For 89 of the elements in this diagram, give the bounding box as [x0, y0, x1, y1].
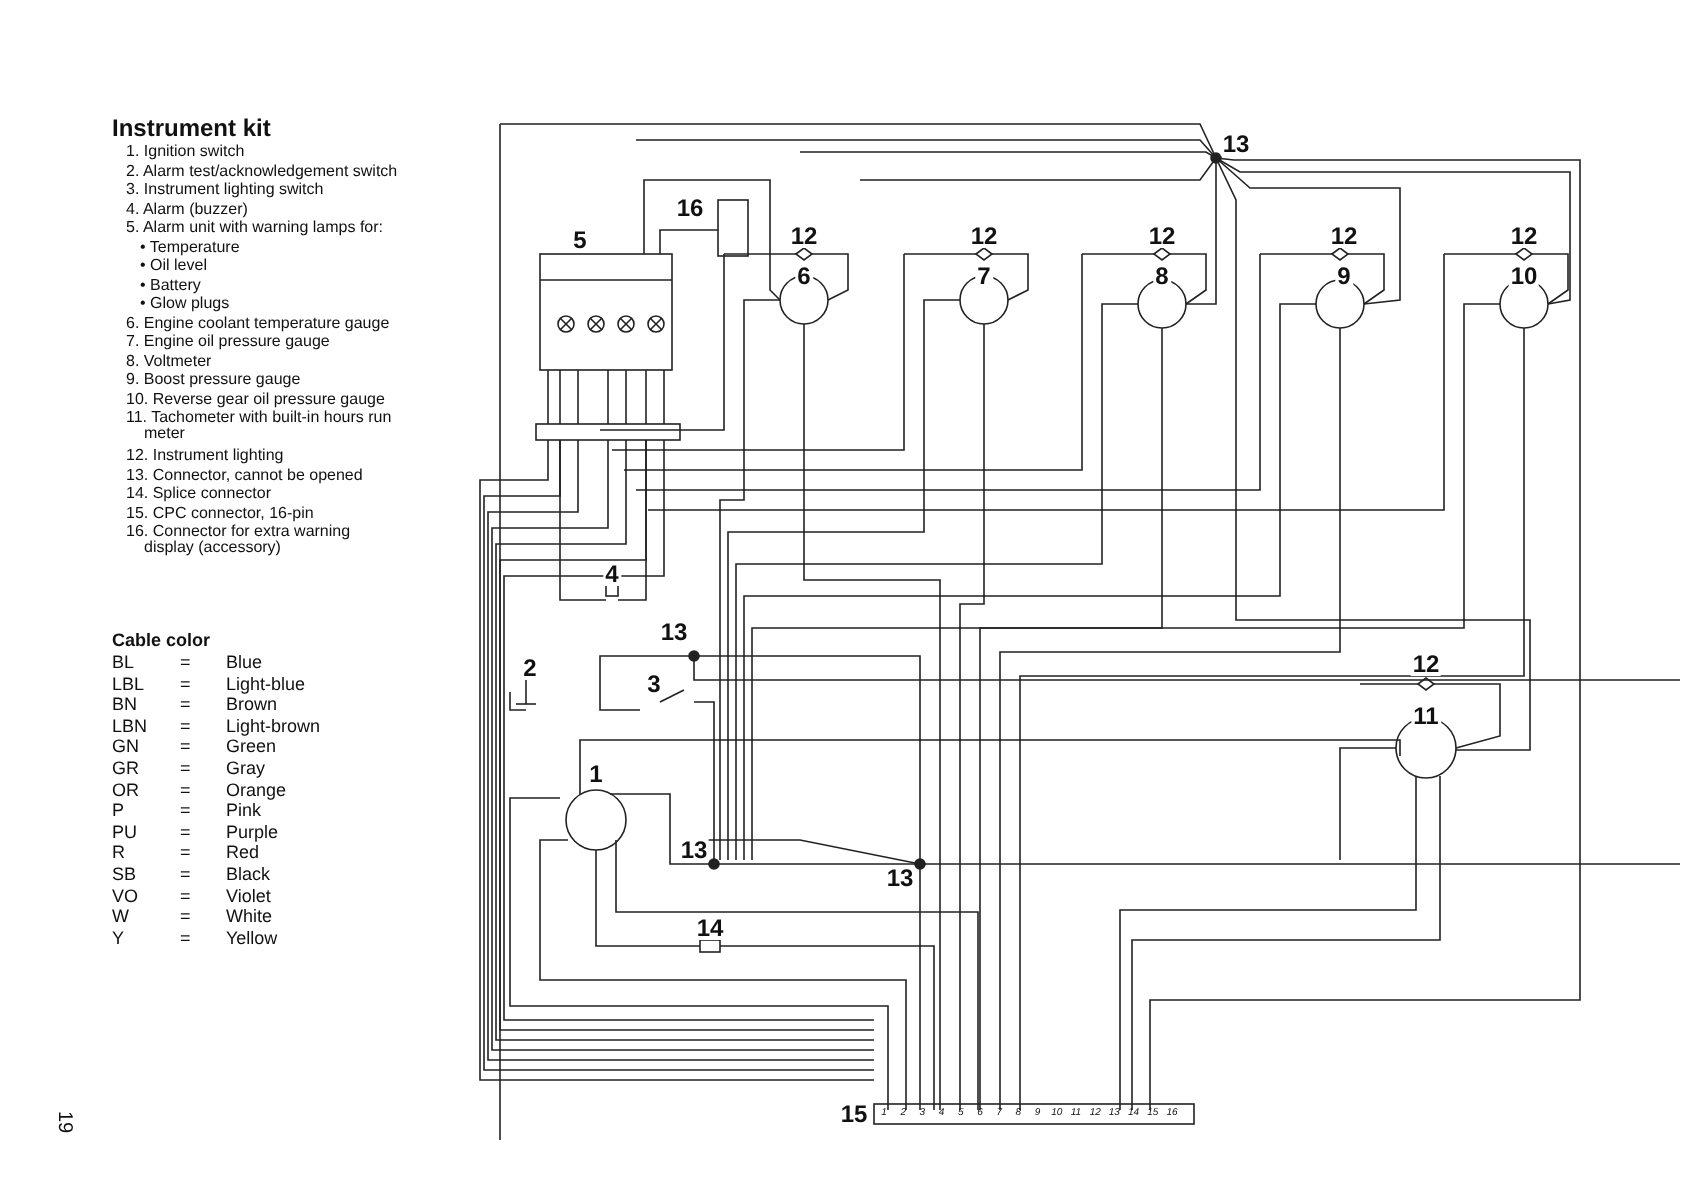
list-item: • Oil level: [140, 258, 207, 274]
list-item: 4. Alarm (buzzer): [126, 201, 248, 217]
list-item: • Temperature: [140, 239, 240, 255]
color-code: W: [112, 908, 129, 927]
callout-number: 12: [1146, 224, 1178, 248]
color-code: BN: [112, 696, 138, 715]
equals-sign: =: [180, 802, 191, 821]
color-name: White: [226, 908, 273, 927]
callout-number: 3: [645, 672, 663, 696]
list-item: 1. Ignition switch: [126, 144, 245, 160]
callout-number: 11: [1411, 704, 1441, 728]
callout-number: 16: [674, 196, 706, 220]
list-item: 2. Alarm test/acknowledgement switch: [126, 163, 398, 179]
color-name: Green: [226, 738, 277, 757]
equals-sign: =: [180, 738, 191, 757]
color-code: BL: [112, 654, 135, 672]
color-code: SB: [112, 866, 137, 884]
callout-number: 15: [838, 1102, 870, 1126]
callout-number: 13: [658, 620, 690, 644]
list-item: • Battery: [140, 277, 201, 293]
callout-number: 2: [521, 656, 539, 680]
color-code: PU: [112, 823, 138, 842]
color-name: Brown: [226, 696, 278, 715]
color-name: Black: [226, 866, 271, 884]
list-item: 13. Connector, cannot be opened: [126, 467, 363, 483]
page-number: 19: [53, 1110, 74, 1134]
equals-sign: =: [180, 823, 191, 842]
list-item: 12. Instrument lighting: [126, 448, 284, 464]
list-item: 5. Alarm unit with warning lamps for:: [126, 220, 383, 236]
callout-number: 13: [1220, 132, 1252, 156]
color-name: Yellow: [226, 929, 278, 948]
list-item: 7. Engine oil pressure gauge: [126, 334, 330, 350]
list-item: 9. Boost pressure gauge: [126, 372, 301, 388]
list-item: 14. Splice connector: [126, 486, 271, 502]
callout-number: 12: [788, 224, 820, 248]
color-name: Orange: [226, 781, 287, 800]
callout-number: 13: [678, 838, 710, 862]
callout-number: 9: [1335, 264, 1353, 288]
callout-number: 14: [694, 916, 726, 940]
list-item: 3. Instrument lighting switch: [126, 182, 324, 198]
color-name: Light-brown: [226, 717, 321, 736]
color-name: Pink: [226, 802, 262, 821]
equals-sign: =: [180, 654, 191, 672]
color-name: Light-blue: [226, 675, 306, 694]
list-item: 6. Engine coolant temperature gauge: [126, 315, 390, 331]
callout-number: 5: [571, 228, 589, 252]
callout-number: 12: [968, 224, 1000, 248]
callout-number: 7: [975, 264, 993, 288]
color-name: Blue: [226, 654, 263, 672]
color-name: Red: [226, 844, 260, 863]
callout-number: 12: [1328, 224, 1360, 248]
equals-sign: =: [180, 929, 191, 948]
color-code: VO: [112, 887, 139, 906]
equals-sign: =: [180, 675, 191, 694]
color-code: LBL: [112, 675, 145, 694]
callout-number: 10: [1508, 264, 1540, 288]
color-name: Gray: [226, 760, 266, 778]
color-name: Purple: [226, 823, 279, 842]
callout-number: 1: [587, 762, 605, 786]
callout-number: 12: [1508, 224, 1540, 248]
callout-number: 4: [603, 562, 621, 586]
equals-sign: =: [180, 887, 191, 906]
equals-sign: =: [180, 866, 191, 884]
equals-sign: =: [180, 844, 191, 863]
color-code: OR: [112, 781, 139, 800]
list-item: 8. Voltmeter: [126, 353, 212, 369]
list-item: • Glow plugs: [140, 296, 230, 312]
table-heading: Cable color: [112, 632, 211, 650]
equals-sign: =: [180, 908, 191, 927]
color-code: LBN: [112, 717, 148, 736]
color-code: R: [112, 844, 125, 863]
color-code: GR: [112, 760, 139, 778]
equals-sign: =: [180, 760, 191, 778]
color-name: Violet: [226, 887, 271, 906]
list-item: 16. Connector for extra warning display (accessory): [126, 524, 353, 556]
callout-number: 6: [795, 264, 813, 288]
color-code: P: [112, 802, 125, 821]
callout-number: 12: [1410, 652, 1442, 676]
equals-sign: =: [180, 781, 191, 800]
equals-sign: =: [180, 717, 191, 736]
title: Instrument kit: [112, 116, 271, 140]
equals-sign: =: [180, 696, 191, 715]
color-code: Y: [112, 929, 125, 948]
list-item: 15. CPC connector, 16-pin: [126, 505, 314, 521]
list-item: 10. Reverse gear oil pressure gauge: [126, 391, 385, 407]
callout-number: 13: [884, 866, 916, 890]
color-code: GN: [112, 738, 139, 757]
callout-number: 8: [1153, 264, 1171, 288]
list-item: 11. Tachometer with built-in hours run meter: [126, 410, 394, 442]
